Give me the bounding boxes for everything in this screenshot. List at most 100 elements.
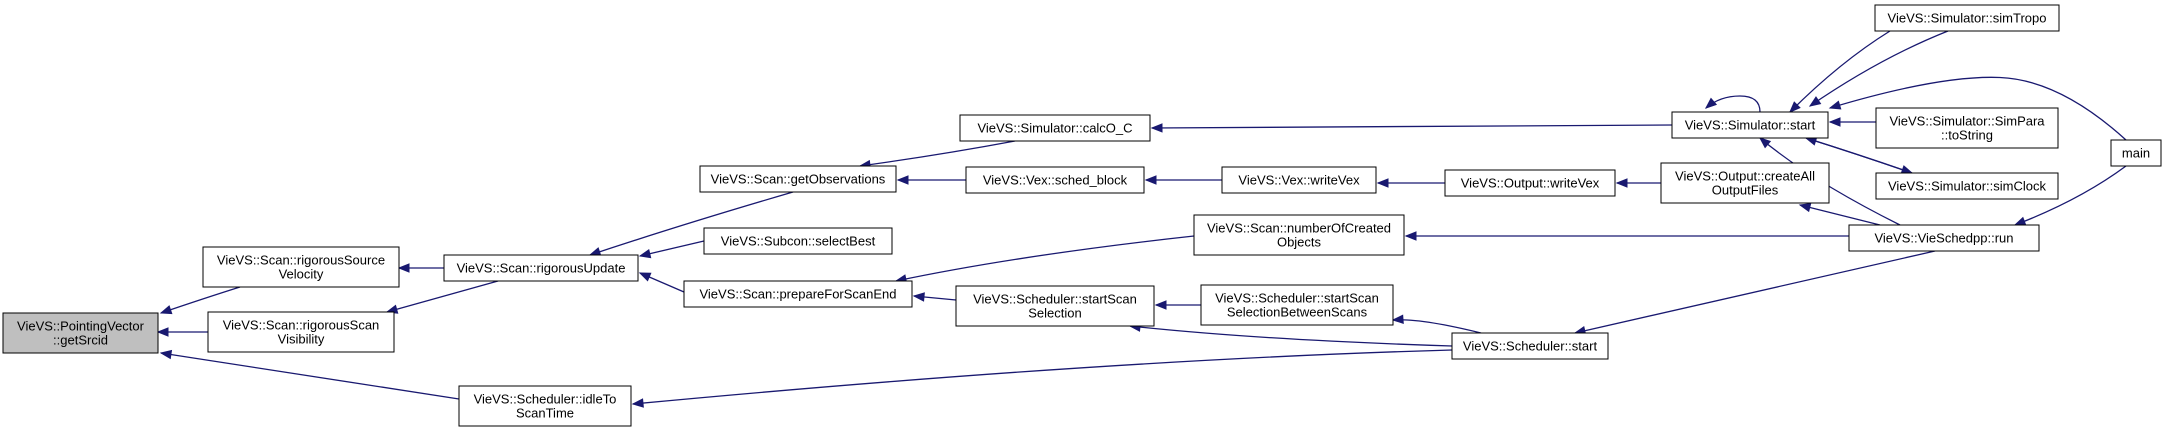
- node-sched_block[interactable]: VieVS::Vex::sched_block: [965, 166, 1145, 194]
- node-label-line: VieVS::Scheduler::startScan: [1215, 291, 1379, 306]
- node-box: [1848, 224, 2040, 252]
- node-label-line: ScanTime: [516, 406, 574, 421]
- node-simParaToString[interactable]: VieVS::Simulator::SimPara::toString: [1875, 107, 2059, 149]
- node-box: [1660, 162, 1830, 204]
- edge-schedulerStart-to-idleToScanTime: [631, 349, 1453, 408]
- edge-line: [1809, 30, 1949, 107]
- arrow-head: [631, 398, 644, 408]
- edge-line: [1574, 250, 1936, 334]
- arrow-head: [1154, 300, 1167, 310]
- node-writeVexOutput[interactable]: VieVS::Output::writeVex: [1444, 169, 1616, 197]
- node-label-line: VieVS::Simulator::simClock: [1888, 179, 2046, 194]
- arrow-head: [1789, 101, 1801, 113]
- node-schedulerStart[interactable]: VieVS::Scheduler::start: [1451, 332, 1609, 360]
- edge-line: [1805, 137, 1913, 174]
- node-calcO_C[interactable]: VieVS::Simulator::calcO_C: [959, 114, 1151, 142]
- arrow-head: [1404, 231, 1417, 241]
- edge-simParaToString-to-simulatorStart: [1828, 117, 1876, 127]
- edge-line: [386, 280, 499, 313]
- node-writeVexVex[interactable]: VieVS::Vex::writeVex: [1221, 166, 1377, 194]
- node-label-line: VieVS::Scheduler::start: [1463, 339, 1598, 354]
- arrow-head: [1758, 137, 1772, 149]
- edge-vieSchedppRun-to-createAllOutputFiles: [1798, 202, 1881, 226]
- edge-sched_block-to-getObservations: [896, 175, 966, 185]
- edge-schedulerStart-to-startScanSelectionBetweenScans: [1391, 314, 1482, 334]
- edge-schedulerStart-to-startScanSelection: [1128, 322, 1453, 347]
- edge-line: [1789, 30, 1891, 113]
- edge-line: [639, 240, 705, 257]
- node-selectBest[interactable]: VieVS::Subcon::selectBest: [703, 227, 893, 255]
- node-box: [458, 385, 632, 427]
- node-label-line: VieVS::Scheduler::idleTo: [474, 392, 617, 407]
- edge-line: [859, 140, 1016, 167]
- node-label-line: VieVS::Scan::prepareForScanEnd: [699, 287, 896, 302]
- node-box: [959, 114, 1151, 142]
- node-layer: VieVS::PointingVector::getSrcidVieVS::Sc…: [2, 4, 2162, 427]
- edge-line: [2014, 165, 2127, 226]
- node-box: [1671, 111, 1829, 139]
- arrow-head: [896, 175, 909, 185]
- node-label-line: VieVS::Simulator::start: [1685, 118, 1816, 133]
- arrow-head: [912, 292, 925, 302]
- edge-line: [1829, 76, 2127, 141]
- node-main[interactable]: main: [2110, 139, 2162, 167]
- edge-simulatorStart-to-calcO_C: [1150, 123, 1673, 133]
- node-box: [1200, 284, 1394, 326]
- arrow-head: [1615, 178, 1628, 188]
- node-vieSchedppRun[interactable]: VieVS::VieSchedpp::run: [1848, 224, 2040, 252]
- node-getObservations[interactable]: VieVS::Scan::getObservations: [699, 165, 897, 193]
- node-label-line: Selection: [1028, 306, 1081, 321]
- node-box: [1874, 4, 2060, 32]
- arrow-head: [1828, 117, 1841, 127]
- node-label-line: VieVS::Vex::sched_block: [983, 173, 1128, 188]
- edge-rigorousUpdate-to-rigorousScanVisibility: [385, 280, 499, 314]
- node-box: [443, 254, 639, 282]
- node-simClock[interactable]: VieVS::Simulator::simClock: [1875, 172, 2059, 200]
- node-box: [202, 246, 400, 288]
- edge-numberOfCreatedObjects-to-prepareForScanEnd: [894, 235, 1195, 284]
- arrow-head: [1144, 175, 1157, 185]
- edge-line: [1799, 204, 1881, 226]
- arrow-head: [638, 248, 652, 259]
- node-label-line: VieVS::Output::writeVex: [1461, 176, 1600, 191]
- edge-vieSchedppRun-to-numberOfCreatedObjects: [1404, 231, 1849, 241]
- node-label-line: Visibility: [278, 332, 325, 347]
- node-label-line: OutputFiles: [1712, 183, 1779, 198]
- node-label-line: VieVS::Simulator::simTropo: [1888, 11, 2047, 26]
- node-label-line: main: [2122, 146, 2150, 161]
- node-box: [1875, 107, 2059, 149]
- node-box: [2, 312, 159, 354]
- edge-layer: [156, 30, 2127, 408]
- arrow-head: [2013, 216, 2027, 226]
- node-startScanSelectionBetweenScans[interactable]: VieVS::Scheduler::startScanSelectionBetw…: [1200, 284, 1394, 326]
- node-label-line: VieVS::PointingVector: [17, 319, 145, 334]
- node-prepareForScanEnd[interactable]: VieVS::Scan::prepareForScanEnd: [683, 280, 913, 308]
- arrow-head: [1900, 165, 1914, 175]
- node-label-line: VieVS::Output::createAll: [1675, 169, 1815, 184]
- edge-rigorousScanVisibility-to-getSrcid: [156, 327, 208, 337]
- node-label-line: VieVS::Vex::writeVex: [1238, 173, 1360, 188]
- edge-rigorousSourceVelocity-to-getSrcid: [159, 286, 241, 315]
- arrow-head: [159, 305, 173, 315]
- edge-line: [1151, 124, 1673, 129]
- arrow-head: [159, 349, 173, 360]
- arrow-head: [397, 263, 410, 273]
- node-rigorousUpdate[interactable]: VieVS::Scan::rigorousUpdate: [443, 254, 639, 282]
- edge-line: [895, 235, 1195, 282]
- node-label-line: VieVS::Scan::rigorousSource: [217, 253, 385, 268]
- edge-line: [160, 286, 241, 314]
- node-box: [1451, 332, 1609, 360]
- edge-line: [632, 349, 1453, 405]
- node-getSrcid[interactable]: VieVS::PointingVector::getSrcid: [2, 312, 159, 354]
- node-simTropo[interactable]: VieVS::Simulator::simTropo: [1874, 4, 2060, 32]
- edge-simulatorStart-to-simulatorStart: [1704, 95, 1761, 113]
- node-box: [1875, 172, 2059, 200]
- node-simulatorStart[interactable]: VieVS::Simulator::start: [1671, 111, 1829, 139]
